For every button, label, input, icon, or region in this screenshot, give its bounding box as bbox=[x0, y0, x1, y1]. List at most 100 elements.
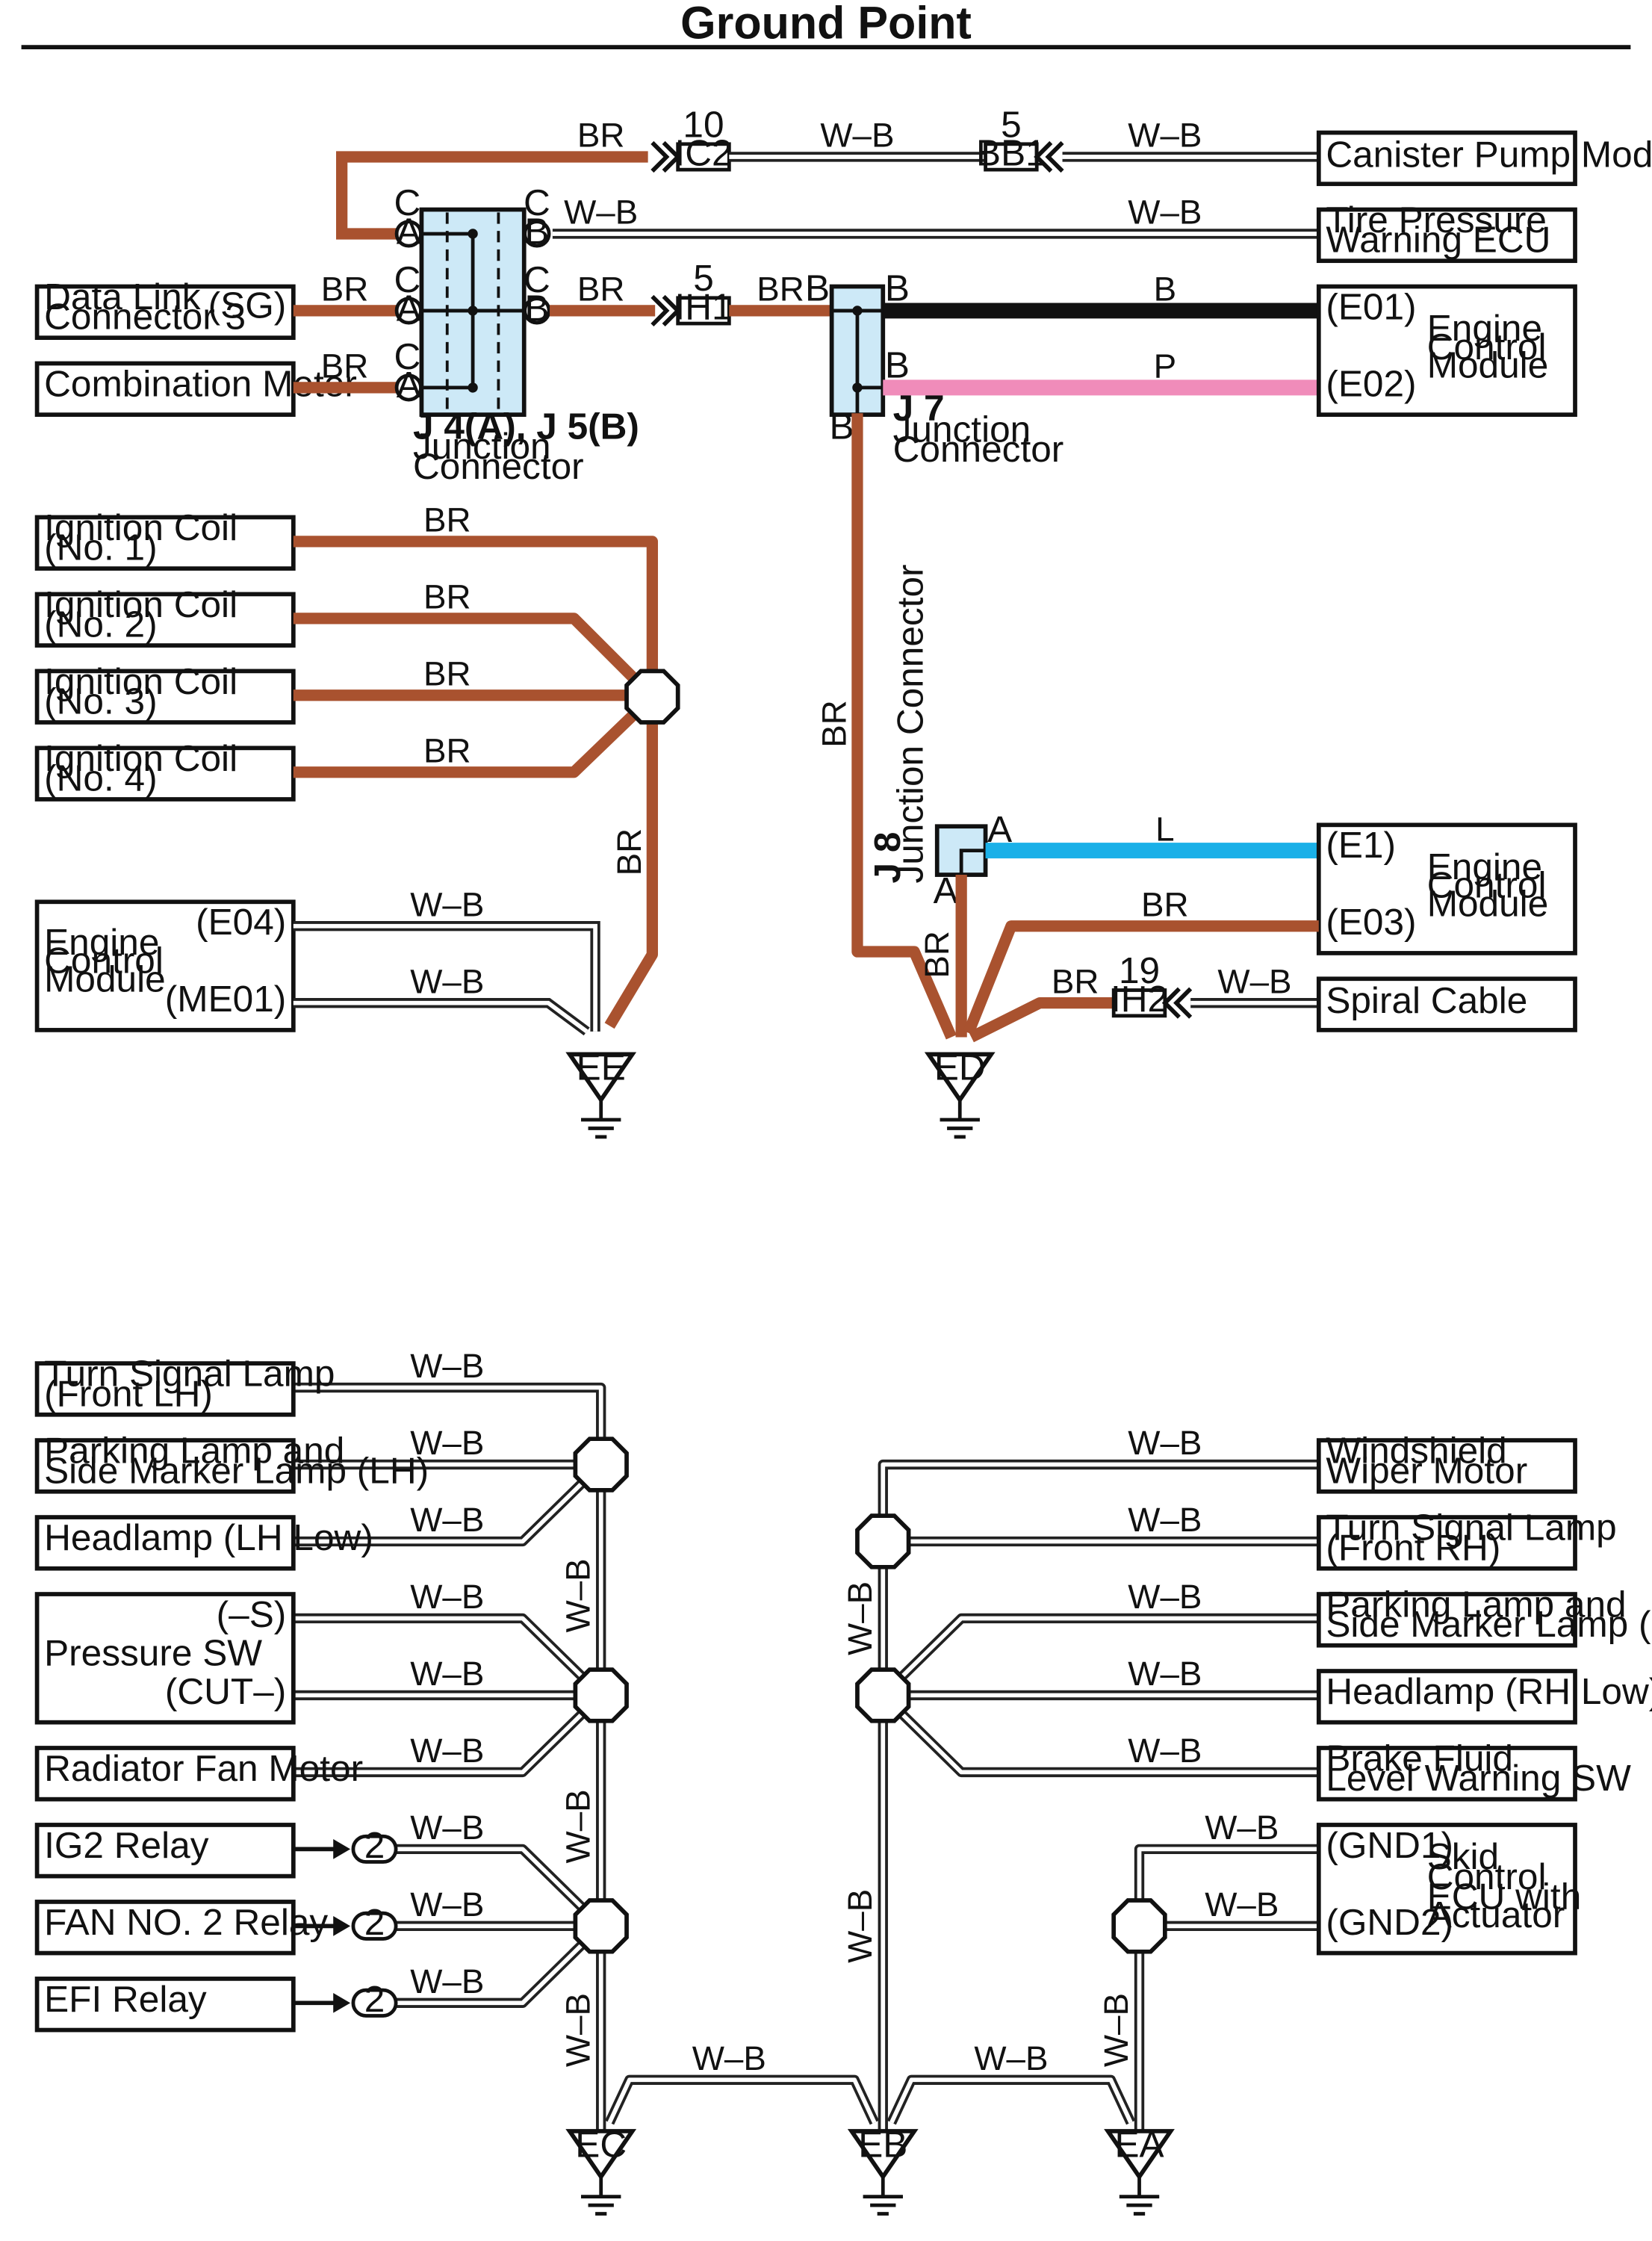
ecm-top-label-2: Control bbox=[1427, 326, 1547, 368]
engine-control-module-right bbox=[1316, 822, 1577, 955]
svg-text:(Front LH): (Front LH) bbox=[44, 1372, 213, 1414]
svg-text:W–B: W–B bbox=[410, 1808, 484, 1847]
efi-relay: EFI Relay bbox=[34, 1977, 296, 2033]
j4-pin-c-1: C bbox=[394, 182, 420, 223]
svg-text:A: A bbox=[397, 287, 421, 329]
svg-text:W–B: W–B bbox=[1128, 1655, 1202, 1693]
svg-text:W–B: W–B bbox=[559, 1789, 597, 1863]
ecm-left-label-1: Engine bbox=[44, 921, 159, 963]
splice-left-2 bbox=[575, 1670, 627, 1721]
wire-label-wb-me01: W–B bbox=[410, 962, 484, 1000]
wire-label-wb-ic2: W–B bbox=[820, 117, 894, 155]
engine-control-module-top bbox=[1316, 284, 1577, 417]
wire-br-j7-ed bbox=[851, 413, 957, 1040]
wire-labels-left-group: W–B W–B W–B W–B W–B W–B W–B W–B W–B W–B … bbox=[410, 1347, 1048, 2077]
ecm-top-pin-e01: (E01) bbox=[1326, 285, 1416, 327]
svg-text:W–B: W–B bbox=[410, 1655, 484, 1693]
ih1-label: IH1 bbox=[674, 285, 732, 327]
svg-text:A: A bbox=[397, 210, 421, 252]
relay-connector-efi: 2 bbox=[293, 1978, 398, 2020]
svg-text:Side Marker Lamp (RH): Side Marker Lamp (RH) bbox=[1326, 1603, 1652, 1645]
wires-wb-ecm-left-ee bbox=[293, 921, 600, 1036]
ecm-top-label-1: Engine bbox=[1427, 307, 1542, 349]
wire-label-wb-e04: W–B bbox=[410, 885, 484, 923]
parking-lamp-side-marker-rh: Parking Lamp and Side Marker Lamp (RH) bbox=[1316, 1584, 1652, 1648]
svg-text:EFI Relay: EFI Relay bbox=[44, 1978, 207, 2020]
svg-text:B: B bbox=[524, 210, 549, 252]
canister-pump-module bbox=[1316, 130, 1577, 187]
j5-pin-b-1: B bbox=[523, 210, 551, 252]
wire-label-br-coil4: BR bbox=[423, 731, 471, 769]
ig2-relay: IG2 Relay bbox=[34, 1823, 296, 1879]
svg-text:W–B: W–B bbox=[1128, 1424, 1202, 1462]
svg-text:Side Marker Lamp (LH): Side Marker Lamp (LH) bbox=[44, 1449, 429, 1491]
splice-right-1 bbox=[857, 1516, 909, 1567]
svg-text:Ignition Coil: Ignition Coil bbox=[44, 506, 237, 548]
wire-label-wb-spiral: W–B bbox=[1217, 962, 1291, 1000]
skid-control-ecu-with-actuator: (GND1) (GND2) Skid Control ECU with Actu… bbox=[1316, 1823, 1581, 1956]
ic2-connector bbox=[676, 142, 731, 172]
wires-wb-right-group bbox=[878, 1459, 1319, 2131]
ignition-coil-4: Ignition Coil (No. 4) bbox=[34, 737, 296, 802]
wire-label-br-dlc: BR bbox=[321, 270, 369, 309]
bb1-connector bbox=[984, 142, 1039, 172]
j8-desc: Junction Connector bbox=[889, 564, 931, 883]
wires-br-ignition-coils bbox=[293, 536, 658, 1029]
headlamp-rh-low: Headlamp (RH Low) bbox=[1316, 1669, 1652, 1725]
wires-wb-left-group bbox=[293, 1382, 1136, 2131]
canister-label: Canister Pump Module bbox=[1326, 133, 1652, 175]
j7-pin-b-in: B bbox=[805, 267, 830, 309]
turn-signal-lamp-front-lh: Turn Signal Lamp (Front LH) bbox=[34, 1353, 335, 1417]
wire-labels-right-group: W–B W–B W–B W–B W–B W–B W–B W–B W–B W–B bbox=[841, 1424, 1279, 2067]
ih1-pin: 5 bbox=[693, 257, 714, 299]
parking-lamp-side-marker-lh: Parking Lamp and Side Marker Lamp (LH) bbox=[34, 1430, 429, 1494]
ecm-right-pin-e1: (E1) bbox=[1326, 824, 1396, 866]
svg-text:(GND2): (GND2) bbox=[1326, 1901, 1453, 1943]
ground-ea-label: EA bbox=[1114, 2123, 1164, 2165]
wire-label-br-coil2: BR bbox=[423, 577, 471, 616]
ecm-right-label-1: Engine bbox=[1427, 846, 1542, 887]
j7-desc-2: Connector bbox=[893, 428, 1064, 470]
ecm-top-pin-e02: (E02) bbox=[1326, 362, 1416, 404]
svg-text:(Front RH): (Front RH) bbox=[1326, 1526, 1500, 1568]
j8-pin-a-2: A bbox=[934, 870, 958, 911]
svg-text:W–B: W–B bbox=[410, 1347, 484, 1385]
fan-no2-relay: FAN NO. 2 Relay bbox=[34, 1900, 328, 1956]
svg-text:IG2 Relay: IG2 Relay bbox=[44, 1824, 209, 1866]
spiral-label: Spiral Cable bbox=[1326, 979, 1527, 1021]
bb1-chevron bbox=[1034, 140, 1064, 173]
j7-pin-b-1: B bbox=[885, 267, 910, 309]
svg-text:Skid: Skid bbox=[1427, 1835, 1499, 1877]
svg-text:W–B: W–B bbox=[559, 1993, 597, 2067]
ignition-coil-2: Ignition Coil (No. 2) bbox=[34, 583, 296, 648]
j7-junction-connector bbox=[829, 284, 886, 417]
ground-ed-label: ED bbox=[934, 1047, 986, 1088]
wire-label-br-coil1: BR bbox=[423, 500, 471, 539]
combination-meter bbox=[34, 361, 296, 417]
ecm-right-pin-e03: (E03) bbox=[1326, 901, 1416, 943]
svg-text:Parking Lamp and: Parking Lamp and bbox=[1326, 1584, 1626, 1625]
ecm-left-label-3: Module bbox=[44, 958, 166, 999]
svg-text:W–B: W–B bbox=[1128, 1578, 1202, 1616]
svg-text:W–B: W–B bbox=[410, 1885, 484, 1924]
ic2-pin: 10 bbox=[683, 103, 724, 145]
radiator-fan-motor: Radiator Fan Motor bbox=[34, 1746, 363, 1802]
data-link-connector-3 bbox=[34, 284, 296, 341]
ecm-right-label-2: Control bbox=[1427, 864, 1547, 906]
svg-text:W–B: W–B bbox=[692, 2039, 766, 2077]
svg-text:Wiper Motor: Wiper Motor bbox=[1326, 1449, 1527, 1491]
svg-text:(–S): (–S) bbox=[217, 1593, 287, 1635]
wire-label-br-coil3: BR bbox=[423, 654, 471, 692]
svg-text:(CUT–): (CUT–) bbox=[165, 1670, 286, 1712]
wire-br-j4-ic2 bbox=[336, 151, 648, 240]
splice-left-3 bbox=[575, 1900, 627, 1952]
svg-text:W–B: W–B bbox=[1097, 1993, 1135, 2067]
ground-ee-label: EE bbox=[577, 1047, 626, 1088]
j4-pin-a-2: A bbox=[394, 287, 423, 329]
svg-text:W–B: W–B bbox=[559, 1558, 597, 1632]
svg-text:Brake Fluid: Brake Fluid bbox=[1326, 1737, 1513, 1779]
svg-text:Headlamp (LH Low): Headlamp (LH Low) bbox=[44, 1516, 373, 1558]
svg-text:Pressure SW: Pressure SW bbox=[44, 1631, 262, 1673]
ecm-left-label-2: Control bbox=[44, 940, 164, 982]
j4-pin-a-3: A bbox=[394, 364, 423, 406]
